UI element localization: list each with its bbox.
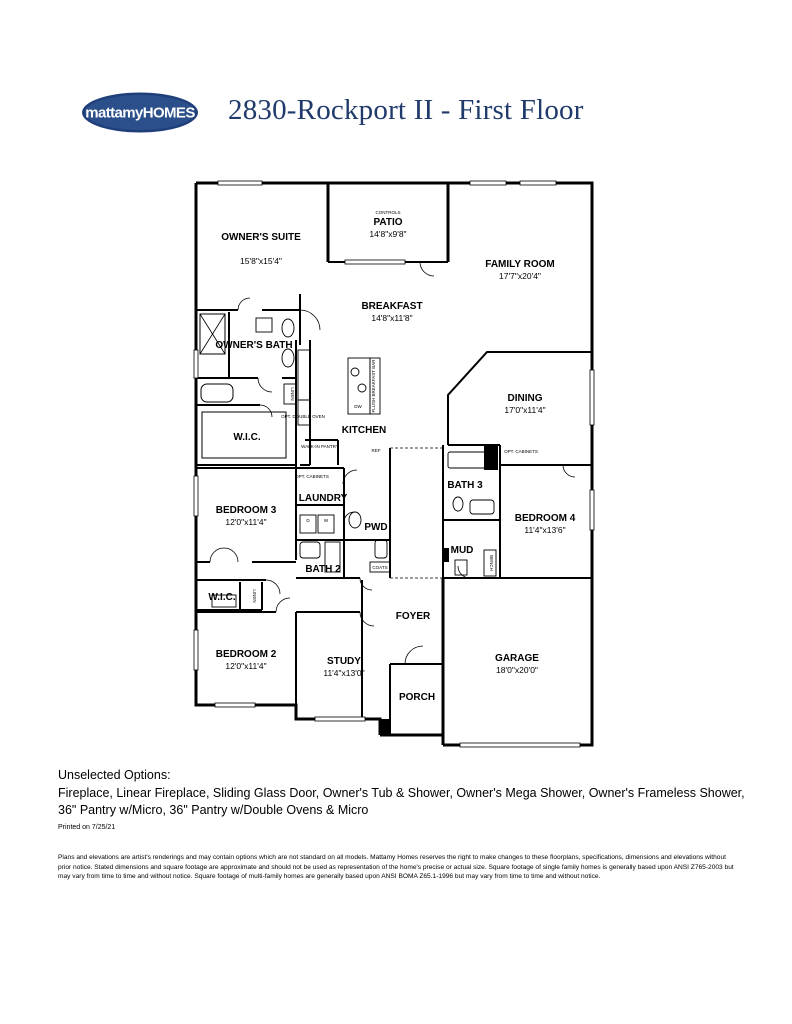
patio-dim: 14'8"x9'8": [369, 229, 406, 239]
walk-in-pantry-label: WALK-IN PANTRY: [301, 444, 339, 449]
bedroom-2-label: BEDROOM 2: [216, 649, 277, 660]
dining-label: DINING: [508, 393, 543, 404]
patio-label: PATIO: [373, 217, 402, 228]
page-title: 2830-Rockport II - First Floor: [228, 94, 584, 126]
bedroom-2-dim: 12'0"x11'4": [225, 661, 266, 671]
bath-2-label: BATH 2: [305, 564, 341, 575]
pwd-label: PWD: [364, 522, 387, 533]
kitchen-label: KITCHEN: [342, 425, 386, 436]
linen-2-label: LINEN: [252, 589, 257, 602]
dryer-label: D: [306, 518, 310, 523]
bath-3-label: BATH 3: [447, 480, 483, 491]
printed-date: Printed on 7/25/21: [58, 824, 116, 831]
unselected-options-text: Fireplace, Linear Fireplace, Sliding Gla…: [58, 786, 745, 817]
bedroom-3-label: BEDROOM 3: [216, 505, 277, 516]
bedroom-4-label: BEDROOM 4: [515, 513, 576, 524]
family-room-dim: 17'7"x20'4": [499, 271, 541, 281]
opt-cabinets-1-label: OPT. CABINETS: [295, 474, 329, 479]
disclaimer-text: Plans and elevations are artist's render…: [58, 854, 734, 881]
bedroom-3-dim: 12'0"x11'4": [225, 517, 266, 527]
garage-dim: 18'0"x20'0": [496, 665, 538, 675]
patio-label-top: CONTROLS: [375, 210, 400, 215]
logo-text: mattamyHOMES: [85, 105, 195, 122]
bedroom-4-dim: 11'4"x13'6": [524, 525, 565, 535]
study-dim: 11'4"x13'0": [323, 668, 364, 678]
flush-breakfast-bar-label: FLUSH BREAKFAST BAR: [371, 359, 376, 413]
family-room-label: FAMILY ROOM: [485, 259, 554, 270]
unselected-options-label: Unselected Options:: [58, 768, 171, 782]
dining-dim: 17'0"x11'4": [504, 405, 545, 415]
coats-label: COATS: [372, 565, 387, 570]
owners-suite-label: OWNER'S SUITE: [221, 232, 301, 243]
study-label: STUDY: [327, 656, 361, 667]
mud-label: MUD: [451, 545, 474, 556]
dw-label: DW: [354, 404, 362, 409]
porch-label: PORCH: [399, 692, 435, 703]
wic-1-label: W.I.C.: [233, 432, 260, 443]
breakfast-dim: 14'8"x11'8": [371, 313, 412, 323]
breakfast-label: BREAKFAST: [361, 301, 422, 312]
garage-label: GARAGE: [495, 653, 539, 664]
ref-label: REF: [372, 448, 381, 453]
owners-bath-label: OWNER'S BATH: [215, 340, 292, 351]
washer-label: W: [324, 518, 329, 523]
laundry-label: LAUNDRY: [299, 493, 348, 504]
mattamy-homes-logo: mattamyHOMES: [82, 92, 198, 133]
opt-cabinets-2-label: OPT. CABINETS: [504, 449, 538, 454]
foyer-label: FOYER: [396, 611, 431, 622]
wic-2-label: W.I.C.: [208, 592, 235, 603]
opt-double-oven-label: OPT. DOUBLE OVEN: [281, 414, 325, 419]
linen-1-label: LINEN: [290, 387, 295, 400]
bench-label: BENCH: [489, 555, 494, 571]
owners-suite-dim: 15'8"x15'4": [240, 256, 282, 266]
